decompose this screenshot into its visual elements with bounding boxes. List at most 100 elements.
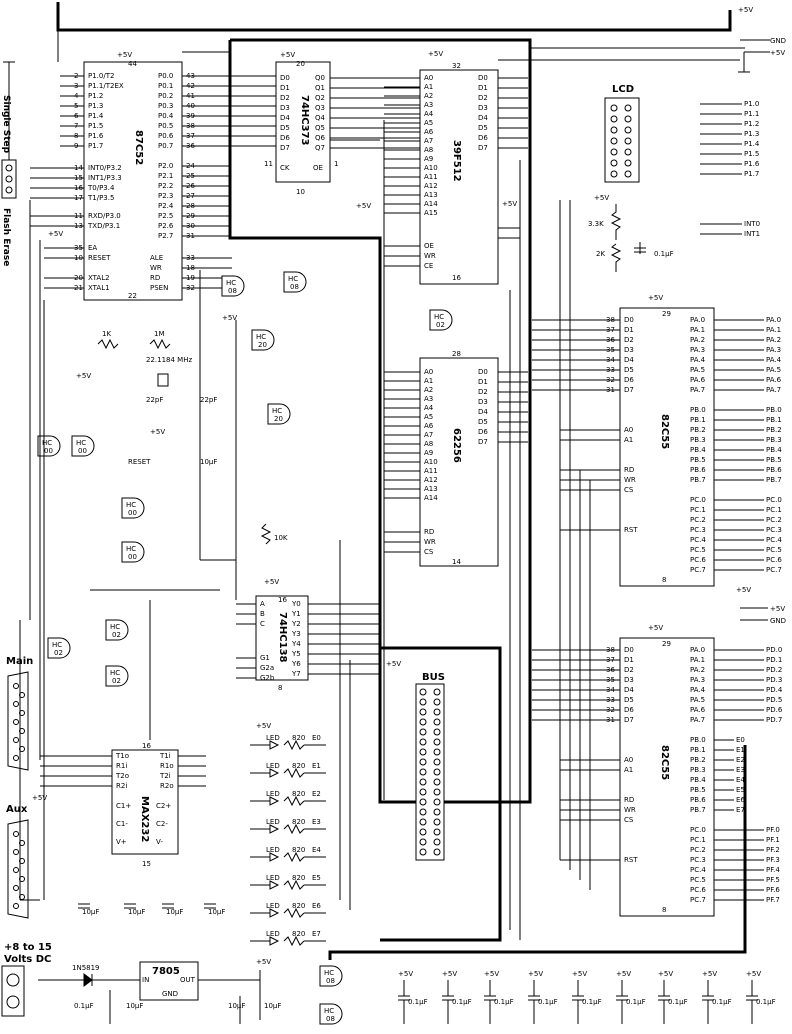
ppi2-pb-4: E4	[736, 776, 745, 784]
dec-in-1: B	[260, 610, 265, 618]
lcd-line-3: P1.3	[744, 130, 759, 138]
latch-q-3: Q3	[315, 104, 325, 112]
gate-type-6: HC	[76, 439, 86, 447]
db9-pin	[13, 755, 19, 761]
lcd-hole	[610, 137, 618, 145]
bypass-vcc-0: +5V	[398, 970, 413, 978]
ppi1-d-7: D7	[624, 386, 634, 394]
ppi2-pcint-5: PC.5	[690, 876, 706, 884]
mcu-cl-1: RESET	[88, 254, 111, 262]
sram-a-6: A6	[424, 422, 434, 430]
ppi1-d-6: D6	[624, 376, 634, 384]
ppi2-pcint-3: PC.3	[690, 856, 706, 864]
led-label-1: LED	[266, 762, 280, 770]
mid-gnd: GND	[770, 617, 786, 625]
ppi2-pa-7: PD.7	[766, 716, 782, 724]
flash-a-0: A0	[424, 74, 433, 82]
led-label-4: LED	[266, 846, 280, 854]
db9-pin	[13, 867, 19, 873]
led-label-7: LED	[266, 930, 280, 938]
ppi2-pbint-3: PB.3	[690, 766, 706, 774]
sram-d-6: D6	[478, 428, 488, 436]
gate-symbol	[267, 403, 291, 425]
logic-gates: HC08HC08HC02HC20HC20HC00HC00HC00HC00HC02…	[37, 271, 453, 1025]
led-r-label-5: 820	[292, 874, 305, 882]
gate-type-7: HC	[126, 501, 136, 509]
ppi1-pb-5: PB.5	[766, 456, 782, 464]
sram-c-2: CS	[424, 548, 434, 556]
max-l-3: R2i	[116, 782, 127, 790]
max-ext-cap-2: 10µF	[166, 908, 183, 916]
mcu-cr-2: RD	[150, 274, 160, 282]
sram-a-4: A4	[424, 404, 434, 412]
ppi1-pc-7: PC.7	[766, 566, 782, 574]
bus-hole	[419, 738, 427, 746]
flash-c-1: WR	[424, 252, 436, 260]
address-bus-outline	[56, 2, 747, 960]
mcu-p2-5: P2.5	[158, 212, 173, 220]
latch-clk: CK	[280, 164, 290, 172]
ppi2-paint-1: PA.1	[690, 656, 705, 664]
ppi1-pc-0: PC.0	[766, 496, 782, 504]
bus-hole	[433, 718, 441, 726]
flash-a-13: A13	[424, 191, 438, 199]
ppi2-pa-1: PD.1	[766, 656, 782, 664]
bus-connector: BUS	[415, 672, 445, 861]
flash-we-vcc: +5V	[356, 202, 371, 210]
gate-symbol	[319, 965, 343, 987]
db9-pin	[13, 683, 19, 689]
reset-label: RESET	[128, 458, 151, 466]
sram-a-12: A12	[424, 476, 438, 484]
bus-hole	[433, 728, 441, 736]
ppi2-d-5: D5	[624, 696, 634, 704]
int-line-1: INT1	[744, 230, 760, 238]
sram-d-5: D5	[478, 418, 488, 426]
mcu-p2-7: P2.7	[158, 232, 173, 240]
mcu-p2-6: P2.6	[158, 222, 174, 230]
bus-hole	[419, 688, 427, 696]
gate-symbol	[121, 541, 145, 563]
ppi2-pcint-6: PC.6	[690, 886, 706, 894]
latch-q-5: Q5	[315, 124, 325, 132]
lcd-line-1: P1.1	[744, 110, 759, 118]
gate-symbol	[71, 435, 95, 457]
ppi1-pcint-5: PC.5	[690, 546, 706, 554]
bus-hole	[433, 798, 441, 806]
sram-vcc-pin: 28	[452, 350, 461, 358]
db9-pin	[13, 831, 19, 837]
ppi2-pcint-1: PC.1	[690, 836, 706, 844]
flash-a-7: A7	[424, 137, 433, 145]
ppi2-82c55: 82C55 +5V 29 8 D038D137D236D335D434D533D…	[532, 624, 783, 917]
ppi2-c-5: RST	[624, 856, 638, 864]
flash-a-10: A10	[424, 164, 438, 172]
dec-in-5: G2b	[260, 674, 275, 682]
ppi2-pa-0: PD.0	[766, 646, 782, 654]
flash-name: 39F512	[451, 140, 462, 182]
gate-num-7: 00	[128, 509, 137, 517]
led-net-3: E3	[312, 818, 321, 826]
lcd-label: LCD	[612, 84, 634, 95]
bus-hole	[433, 708, 441, 716]
flash-a-14: A14	[424, 200, 438, 208]
mcu-vcc-label: +5V	[117, 51, 132, 59]
latch-d-4: D4	[280, 114, 290, 122]
flash-side-vcc: +5V	[502, 200, 517, 208]
ppi1-pa-5: PA.5	[766, 366, 781, 374]
flash-a-12: A12	[424, 182, 438, 190]
r-1m: 1M	[154, 330, 165, 338]
ppi2-name: 82C55	[659, 745, 670, 780]
lcd-holes	[610, 104, 632, 178]
mcu-cl-3: XTAL1	[88, 284, 110, 292]
mcu-p3-3: T1/P3.5	[87, 194, 114, 202]
led-r-label-4: 820	[292, 846, 305, 854]
mcu-p3-4: RXD/P3.0	[88, 212, 121, 220]
mcu-p3-1: INT1/P3.3	[88, 174, 122, 182]
ppi2-pcint-0: PC.0	[690, 826, 706, 834]
max-r-1: R1o	[160, 762, 174, 770]
mcu-p0-2: P0.2	[158, 92, 173, 100]
ppi1-pc-1: PC.1	[766, 506, 782, 514]
reg-out: OUT	[180, 976, 196, 984]
